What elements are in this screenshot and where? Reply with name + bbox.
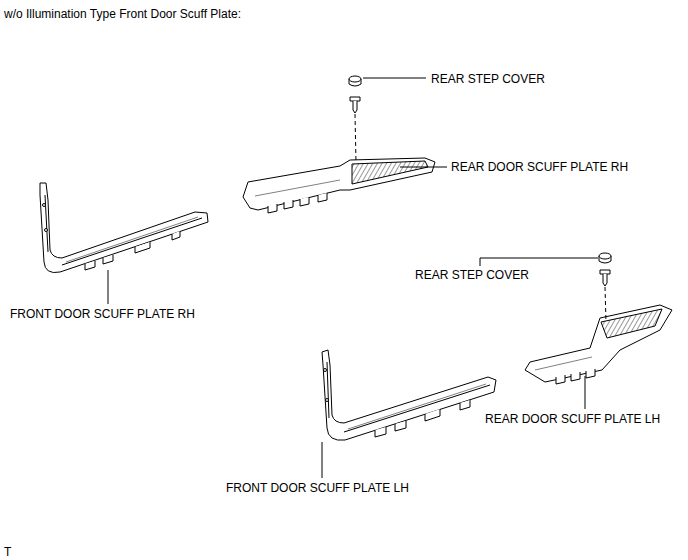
part-name: REAR STEP COVER (414, 269, 530, 281)
step-cover-rh (349, 76, 361, 162)
front-scuff-plate-rh (40, 183, 208, 273)
part-name: REAR DOOR SCUFF PLATE RH (450, 161, 629, 173)
diagram-title: w/o Illumination Type Front Door Scuff P… (3, 8, 242, 20)
part-name: FRONT DOOR SCUFF PLATE RH (9, 308, 196, 320)
rear-scuff-plate-rh (243, 158, 435, 213)
step-cover-lh (599, 253, 611, 322)
rear-scuff-plate-lh (525, 305, 672, 384)
figure-code: T (3, 546, 12, 558)
part-name: REAR STEP COVER (430, 73, 546, 85)
part-name: REAR DOOR SCUFF PLATE LH (484, 413, 661, 425)
part-name: FRONT DOOR SCUFF PLATE LH (225, 482, 410, 494)
front-scuff-plate-lh (322, 350, 496, 440)
